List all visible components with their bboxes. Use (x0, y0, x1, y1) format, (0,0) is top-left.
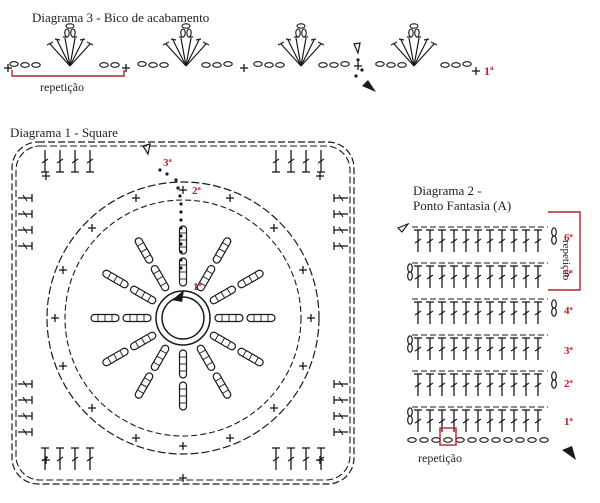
diagram3-start-marker (353, 42, 376, 92)
diagram2-repeat-bottom-bracket (439, 427, 457, 446)
diagram2-row-2: 2ª (564, 378, 573, 390)
diagram2-row-1: 1ª (564, 416, 573, 428)
diagram2-title-line2: Ponto Fantasia (A) (413, 198, 512, 213)
diagram1-start-arrow-top (142, 143, 151, 156)
diagram1-center-ring (155, 290, 211, 346)
diagram2-title-line1: Diagrama 2 - (413, 183, 482, 198)
diagram3-row-label: 1ª (484, 64, 494, 78)
diagram1-edge-stitches-top (40, 149, 326, 173)
diagram1-edge-stitches-bottom (40, 447, 326, 471)
diagram2-pattern (396, 211, 581, 460)
diagram3-chain-row (9, 61, 472, 68)
diagram1-edge-stitches-right (333, 193, 349, 437)
diagram1-chain-ring-outer (46, 181, 320, 455)
diagram3-shells (46, 23, 438, 67)
diagram3-repeat-label: repetição (40, 80, 84, 94)
diagram1-edge-stitches-left (17, 193, 33, 437)
diagram2-row-chains (412, 226, 548, 408)
diagram2-dc-rows (413, 229, 543, 433)
diagram2-row-6: 6ª (564, 232, 573, 244)
diagram1-chain-ring-middle (64, 199, 302, 437)
diagram1-start-dots (158, 168, 183, 270)
diagram2-repeat-side-bracket (548, 211, 581, 291)
diagram2-row-5: 5ª (564, 268, 573, 280)
diagram1-outer-border (11, 141, 355, 485)
diagram3-repeat-bracket (11, 70, 125, 77)
diagram3-edging (3, 23, 481, 92)
diagram1-square (11, 141, 355, 485)
diagram2-row-4: 4ª (564, 305, 573, 317)
diagram2-foundation-chain (407, 437, 549, 443)
diagram1-round-2: 2ª (192, 185, 201, 197)
diagram3-single-crochets (3, 61, 481, 76)
diagram1-title: Diagrama 1 - Square (10, 125, 118, 140)
diagram1-round-3: 3ª (163, 157, 172, 169)
diagram2-repeat-bottom-label: repetição (418, 451, 462, 465)
diagram2-start-arrow-top (396, 222, 410, 233)
diagram2-start-arrow-bottom (562, 446, 576, 460)
diagram3-title: Diagrama 3 - Bico de acabamento (32, 10, 210, 25)
diagram2-row-3: 3ª (564, 345, 573, 357)
diagram1-start-arrow-center (172, 290, 184, 302)
